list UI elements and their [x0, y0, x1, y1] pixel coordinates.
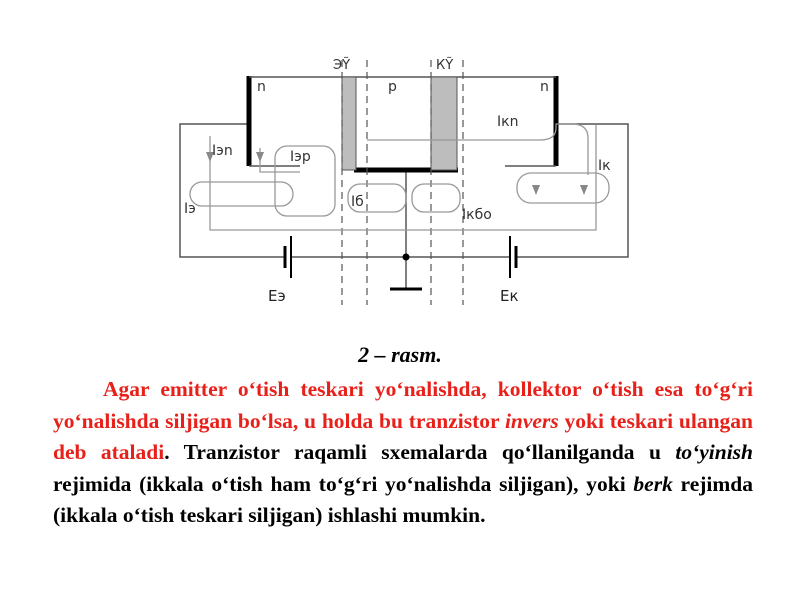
junction-boundaries: [341, 60, 464, 305]
current-e-label: Iэ: [184, 201, 196, 217]
highlight-text-1: Agar emitter o‘tish teskari yo‘nalishda,…: [53, 377, 753, 433]
region-p-label: p: [388, 79, 397, 95]
source-k-label: Eк: [500, 287, 519, 305]
italic-term-2: berk: [633, 471, 673, 496]
current-kbo-label: Iкбо: [462, 207, 492, 223]
body-text-2: rejimida (ikkala o‘tish ham to‘g‘ri yo‘n…: [53, 471, 634, 496]
region-n-left-label: n: [257, 79, 266, 95]
emitter-junction-label: ЭỸ: [333, 57, 350, 73]
circuit-wires: [179, 123, 629, 288]
current-arrows: [206, 152, 588, 195]
battery-emitter: [283, 236, 292, 278]
region-n-right-label: n: [540, 79, 549, 95]
collector-junction-region: [430, 76, 458, 171]
emitter-junction-region: [341, 76, 357, 171]
body-paragraph: Agar emitter o‘tish teskari yo‘nalishda,…: [53, 374, 753, 532]
highlight-text-2: yoki teskari ulangan deb ataladi: [53, 408, 753, 465]
current-ep-label: Iэр: [290, 149, 311, 165]
current-k-label: Iк: [598, 158, 611, 174]
highlight-italic-term: invers: [504, 408, 559, 433]
transistor-diagram: ЭỸ КỸ n p n Iкn Iэn Iэр Iк Iэ Iб Iкбо Eэ…: [179, 57, 629, 305]
collector-junction-label: КỸ: [436, 57, 453, 73]
ground-symbol: [390, 253, 422, 291]
current-kn-label: Iкn: [497, 114, 518, 130]
italic-term-1: to‘yinish: [675, 440, 753, 464]
source-e-label: Eэ: [268, 287, 286, 305]
battery-collector: [509, 236, 518, 278]
body-text-3: rejimda (ikkala o‘tish teskari siljigan)…: [53, 471, 753, 528]
body-text-1: Tranzistor raqamli sxemalarda qo‘llanilg…: [169, 440, 676, 464]
current-paths: [189, 123, 610, 231]
current-en-label: Iэn: [212, 143, 233, 159]
figure-caption: 2 – rasm.: [358, 342, 442, 367]
current-b-label: Iб: [351, 194, 364, 210]
sentence-period: .: [164, 440, 170, 464]
